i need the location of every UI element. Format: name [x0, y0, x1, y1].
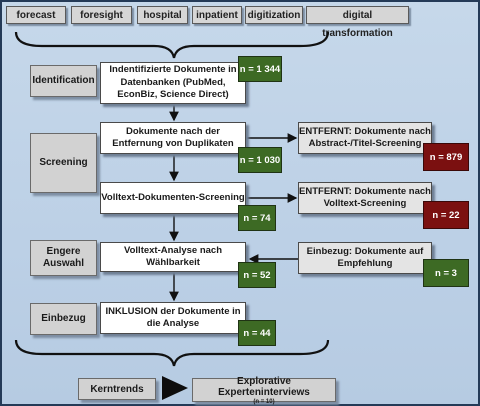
- interviews-count: (n = 10): [253, 398, 275, 405]
- count-inclusion: n = 44: [238, 320, 276, 346]
- top-brace: [14, 31, 330, 59]
- keyword-inpatient: inpatient: [192, 6, 242, 24]
- removed-fulltext-box: ENTFERNT: Dokumente nach Volltext-Screen…: [298, 182, 432, 214]
- count-dedup: n = 1 030: [238, 147, 282, 173]
- kerntrends-box: Kerntrends: [78, 378, 156, 400]
- keyword-forecast: forecast: [6, 6, 66, 24]
- stage-screening: Screening: [30, 133, 97, 193]
- count-fulltext-screening: n = 74: [238, 205, 276, 231]
- step-identified: Indentifizierte Dokumente in Datenbanken…: [100, 62, 246, 104]
- interviews-label: Explorative Experteninterviews: [218, 375, 310, 398]
- count-recommendation: n = 3: [423, 259, 469, 287]
- stage-engere-auswahl: Engere Auswahl: [30, 240, 97, 276]
- removed-abstract-box: ENTFERNT: Dokumente nach Abstract-/Titel…: [298, 122, 432, 154]
- interviews-box: Explorative Experteninterviews (n = 10): [192, 375, 336, 405]
- keyword-foresight: foresight: [71, 6, 132, 24]
- keyword-digitization: digitization: [245, 6, 303, 24]
- count-fulltext-analysis: n = 52: [238, 262, 276, 288]
- bottom-pointer: [162, 376, 188, 400]
- stage-identification: Identification: [30, 65, 97, 97]
- step-inclusion: INKLUSION der Dokumente in die Analyse: [100, 302, 246, 334]
- count-identified: n = 1 344: [238, 56, 282, 82]
- keyword-hospital: hospital: [137, 6, 188, 24]
- step-dedup: Dokumente nach der Entfernung von Duplik…: [100, 122, 246, 154]
- count-removed-fulltext: n = 22: [423, 201, 469, 229]
- stage-einbezug: Einbezug: [30, 303, 97, 335]
- step-fulltext-analysis: Volltext-Analyse nach Wählbarkeit: [100, 242, 246, 272]
- step-fulltext-screening: Volltext-Dokumenten-Screening: [100, 182, 246, 214]
- kerntrends-label: Kerntrends: [90, 383, 144, 395]
- recommendation-box: Einbezug: Dokumente auf Empfehlung: [298, 242, 432, 274]
- bottom-brace: [14, 339, 330, 367]
- keyword-digital-transformation: digital transformation: [306, 6, 409, 39]
- count-removed-abstract: n = 879: [423, 143, 469, 171]
